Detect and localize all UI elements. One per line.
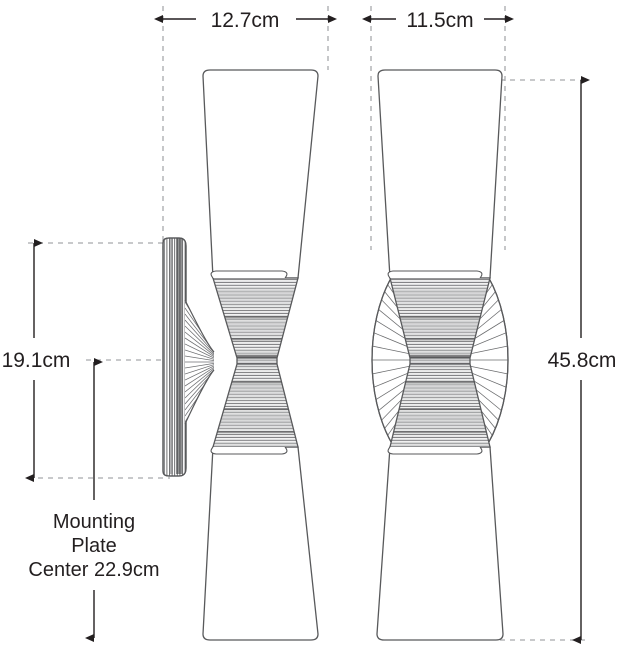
upper-shade-front bbox=[377, 69, 503, 279]
lower-shade-front bbox=[376, 446, 504, 641]
mounting-arm-side bbox=[184, 299, 215, 425]
dimension-label-width-front: 11.5cm bbox=[406, 9, 473, 32]
mounting-plate-label-line3: Center 22.9cm bbox=[28, 559, 159, 581]
dimension-label-width-side: 12.7cm bbox=[211, 9, 280, 32]
side-view-group bbox=[162, 69, 319, 641]
mounting-plate-label-line1: Mounting bbox=[53, 511, 135, 533]
dimension-height-overall: 45.8cm bbox=[548, 76, 617, 644]
dimension-width-front: 11.5cm bbox=[362, 9, 514, 32]
mounting-plate-side bbox=[162, 237, 187, 477]
dimension-label-height-mount: 19.1cm bbox=[2, 349, 71, 372]
dimension-height-mount: 19.1cm bbox=[2, 239, 71, 482]
upper-shade-side bbox=[202, 69, 319, 279]
hourglass-body-front bbox=[387, 270, 491, 455]
dimension-plate-center: Mounting Plate Center 22.9cm bbox=[28, 358, 160, 642]
dimension-width-side: 12.7cm bbox=[154, 9, 337, 32]
mounting-plate-label-line2: Plate bbox=[71, 535, 117, 557]
front-view-group bbox=[371, 69, 509, 641]
hourglass-body-side bbox=[210, 270, 299, 455]
lower-shade-side bbox=[202, 446, 319, 641]
dimension-label-height-overall: 45.8cm bbox=[548, 349, 617, 372]
